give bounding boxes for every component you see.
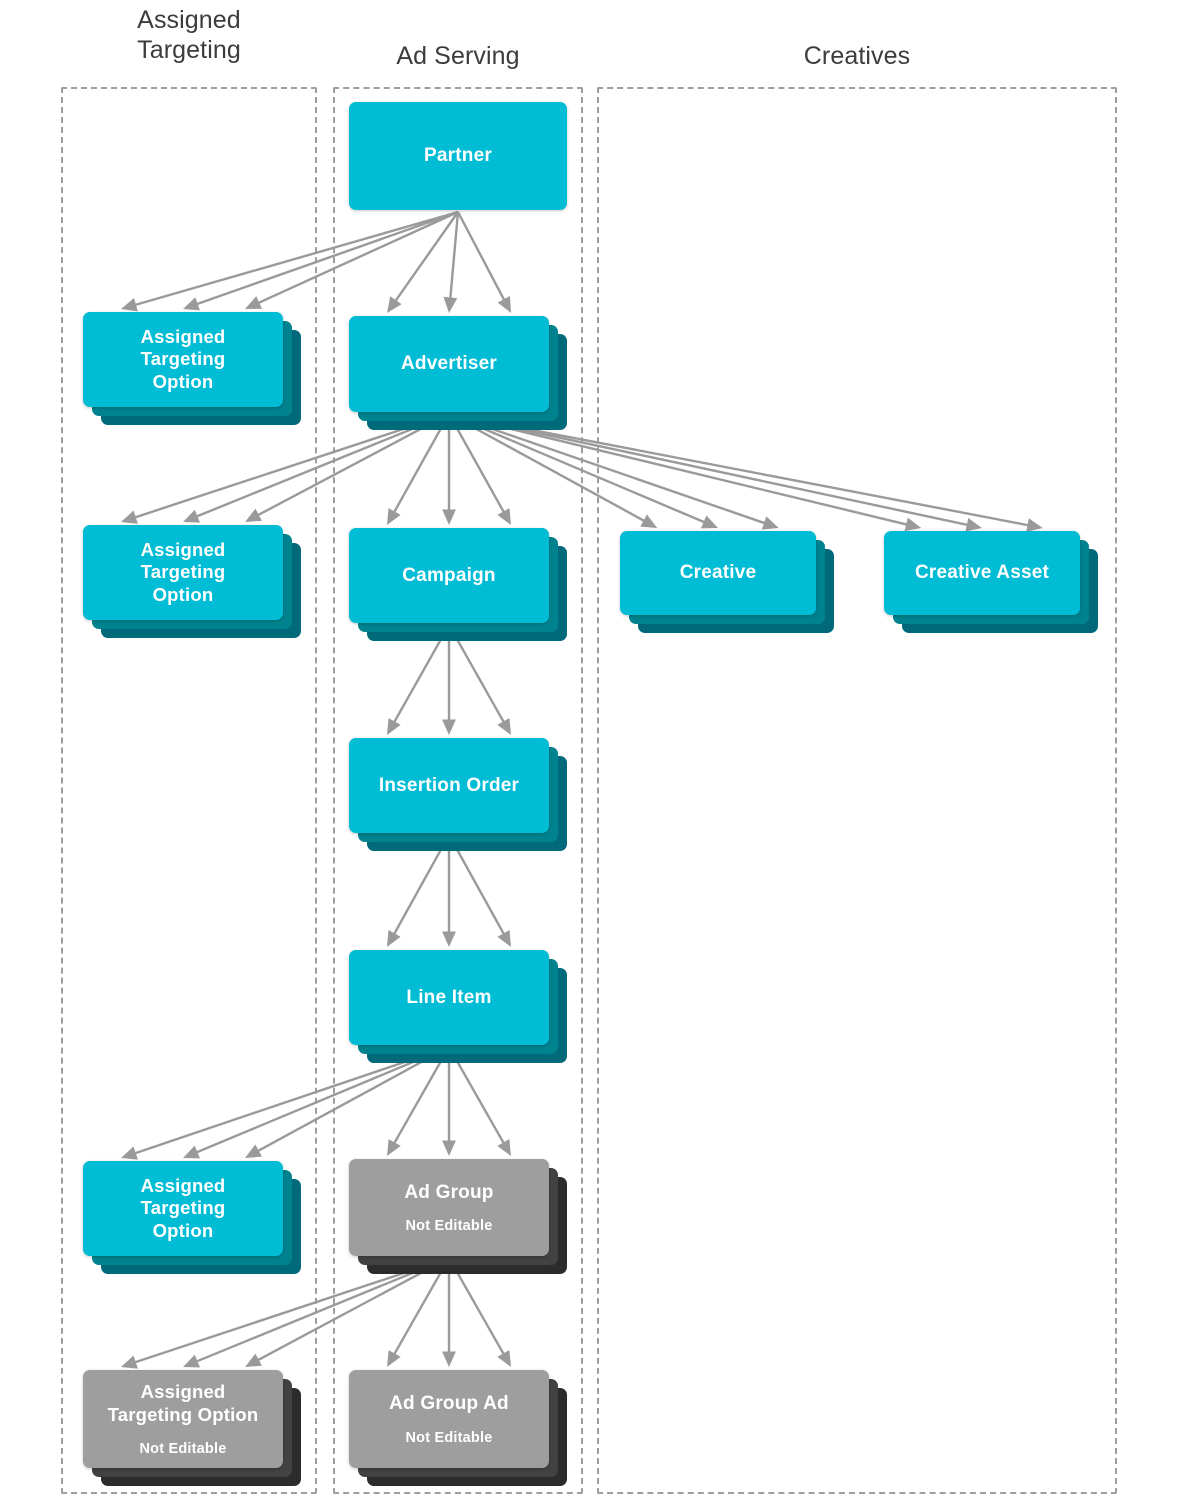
node-advertiser[interactable]: Advertiser	[349, 316, 567, 430]
node-face-advertiser[interactable]: Advertiser	[349, 316, 549, 412]
node-title-insertion-order: Insertion Order	[378, 774, 520, 796]
node-title-partner: Partner	[424, 145, 492, 167]
node-title-ato-ad-group: Assigned Targeting Option	[107, 1381, 259, 1425]
node-ato-line-item[interactable]: Assigned Targeting Option	[83, 1161, 301, 1274]
node-ad-group-ad[interactable]: Ad Group Ad Not Editable	[349, 1370, 567, 1486]
node-title-ato-partner: Assigned Targeting Option	[140, 325, 226, 392]
node-face-ad-group-ad[interactable]: Ad Group Ad Not Editable	[349, 1370, 549, 1468]
node-face-partner[interactable]: Partner	[349, 102, 567, 210]
node-title-creative-asset: Creative Asset	[914, 562, 1050, 584]
node-badge-not-editable-ad-group-ad: Not Editable	[405, 1429, 493, 1446]
node-face-ato-partner[interactable]: Assigned Targeting Option	[83, 312, 283, 407]
node-insertion-order[interactable]: Insertion Order	[349, 738, 567, 851]
node-face-ato-line-item[interactable]: Assigned Targeting Option	[83, 1161, 283, 1256]
node-title-ato-advertiser: Assigned Targeting Option	[140, 538, 226, 605]
node-creative-asset[interactable]: Creative Asset	[884, 531, 1098, 633]
node-creative[interactable]: Creative	[620, 531, 834, 633]
node-title-creative: Creative	[679, 562, 757, 584]
node-line-item[interactable]: Line Item	[349, 950, 567, 1063]
node-badge-not-editable-ad-group: Not Editable	[405, 1218, 493, 1235]
node-title-ad-group: Ad Group	[404, 1181, 494, 1203]
column-frame-assigned-targeting	[61, 87, 317, 1494]
node-ato-advertiser[interactable]: Assigned Targeting Option	[83, 525, 301, 638]
column-frame-creatives	[597, 87, 1117, 1494]
node-face-insertion-order[interactable]: Insertion Order	[349, 738, 549, 833]
node-title-line-item: Line Item	[406, 986, 492, 1008]
node-ato-partner[interactable]: Assigned Targeting Option	[83, 312, 301, 425]
node-face-line-item[interactable]: Line Item	[349, 950, 549, 1045]
node-title-advertiser: Advertiser	[401, 353, 497, 375]
node-face-campaign[interactable]: Campaign	[349, 528, 549, 623]
column-frame-ad-serving	[333, 87, 583, 1494]
node-title-ad-group-ad: Ad Group Ad	[389, 1393, 509, 1415]
column-header-creatives: Creatives	[803, 42, 911, 70]
node-title-ato-line-item: Assigned Targeting Option	[140, 1174, 226, 1241]
node-campaign[interactable]: Campaign	[349, 528, 567, 641]
column-header-assigned-targeting: Assigned Targeting	[137, 6, 241, 64]
node-face-creative-asset[interactable]: Creative Asset	[884, 531, 1080, 615]
node-face-ato-advertiser[interactable]: Assigned Targeting Option	[83, 525, 283, 620]
column-header-ad-serving: Ad Serving	[396, 42, 520, 70]
node-title-campaign: Campaign	[402, 564, 496, 586]
node-face-creative[interactable]: Creative	[620, 531, 816, 615]
node-partner[interactable]: Partner	[349, 102, 567, 210]
node-badge-not-editable-ato-ad-group: Not Editable	[139, 1440, 227, 1457]
